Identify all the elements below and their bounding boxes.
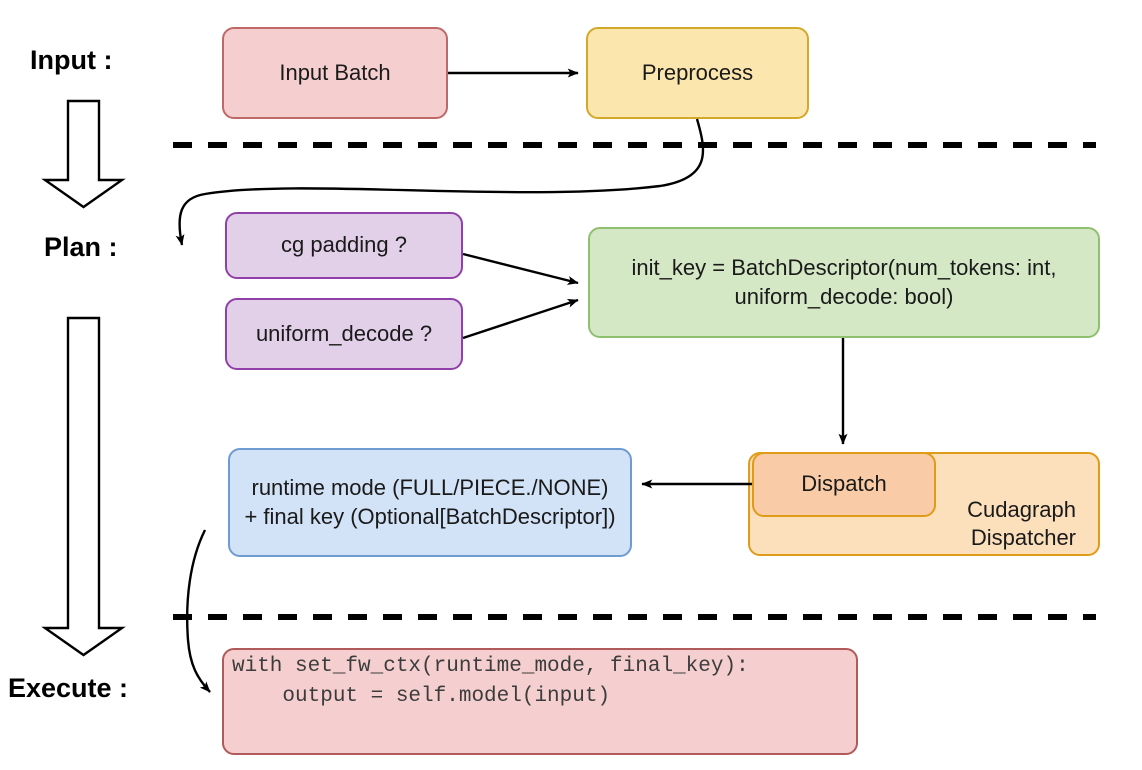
node-runtime-mode[interactable]: runtime mode (FULL/PIECE./NONE) + final …	[228, 448, 632, 557]
node-preprocess[interactable]: Preprocess	[586, 27, 809, 119]
node-input-batch[interactable]: Input Batch	[222, 27, 448, 119]
node-init-key[interactable]: init_key = BatchDescriptor(num_tokens: i…	[588, 227, 1100, 338]
node-dispatch[interactable]: Dispatch	[752, 452, 936, 517]
node-cudagraph-dispatcher-line2: Dispatcher	[970, 524, 1076, 550]
node-code-block[interactable]: with set_fw_ctx(runtime_mode, final_key)…	[222, 648, 858, 755]
stage-label-input: Input :	[30, 45, 113, 75]
arrow-cg-padding-to-init-key	[462, 252, 579, 285]
stage-label-plan: Plan :	[44, 232, 118, 262]
arrow-uniform-decode-to-init-key	[462, 298, 579, 340]
node-code-block-line2: output = self.model(input)	[232, 685, 611, 709]
node-cg-padding[interactable]: cg padding ?	[225, 212, 463, 279]
node-cudagraph-dispatcher-line1: Cudagraph	[967, 496, 1076, 522]
stage-arrow-input-to-plan	[41, 99, 126, 209]
stage-arrow-plan-to-execute	[41, 316, 126, 657]
stage-label-execute: Execute :	[8, 673, 129, 703]
node-init-key-line1: init_key = BatchDescriptor(num_tokens: i…	[631, 255, 1057, 281]
node-runtime-mode-line1: runtime mode (FULL/PIECE./NONE)	[251, 475, 609, 501]
arrow-runtime-mode-to-code-block	[185, 529, 211, 693]
node-code-block-line1: with set_fw_ctx(runtime_mode, final_key)…	[232, 655, 749, 678]
node-uniform-decode[interactable]: uniform_decode ?	[225, 298, 463, 370]
node-init-key-line2: uniform_decode: bool)	[734, 283, 954, 309]
node-runtime-mode-line2: + final key (Optional[BatchDescriptor])	[244, 503, 616, 529]
